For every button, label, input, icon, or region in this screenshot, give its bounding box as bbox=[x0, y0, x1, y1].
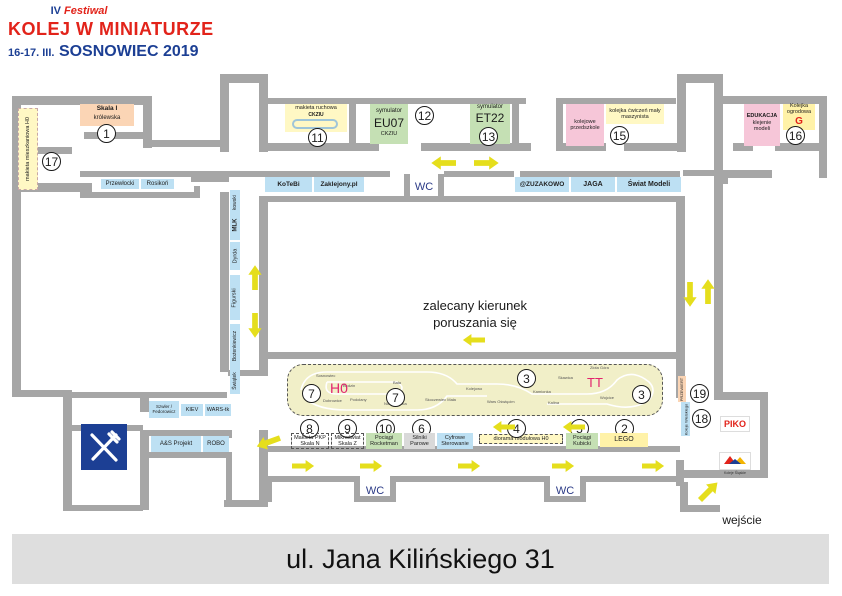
number-17: 17 bbox=[42, 152, 61, 171]
festival-word: Festiwal bbox=[64, 5, 108, 17]
exhibitor-przewlocki: Przewłocki bbox=[101, 179, 139, 189]
room-13-big: ET22 bbox=[475, 111, 505, 125]
exhibit-8: Makieta PKP Skala N bbox=[291, 433, 329, 449]
exhibitor-szweler: Szwler / Fedorowicz bbox=[149, 401, 179, 418]
layout-place-sosnowiec: Sosnowiec bbox=[316, 373, 336, 378]
number-13: 13 bbox=[479, 127, 498, 146]
wc-bottom-right: WC bbox=[555, 484, 575, 497]
layout-place-skoczewiec: Skoczewiec Mała bbox=[425, 397, 456, 402]
koleje-slaskie-logo: Koleje Śląskie bbox=[719, 452, 751, 475]
room-12-title: symulator bbox=[375, 108, 402, 114]
exhibitor-robo: ROBO bbox=[203, 436, 229, 452]
room-15-course bbox=[606, 104, 664, 124]
layout-place-kalina: Kalina bbox=[548, 400, 560, 405]
exhibit-6: Silniki Parowe bbox=[404, 433, 435, 449]
festival-name: KOLEJ W MINIATURZE bbox=[8, 19, 214, 39]
street-banner: ul. Jana Kilińskiego 31 bbox=[12, 534, 829, 584]
layout-place-wojcice: Wojcice bbox=[600, 395, 614, 400]
layout-place-zlota-gora: Złota Góra bbox=[590, 365, 609, 370]
edition-number: IV bbox=[50, 5, 61, 17]
exhibitor-rosikon: Rosikoń bbox=[141, 179, 174, 189]
exhibitor-kiev: KIEV bbox=[181, 404, 203, 416]
room-16-education-title: EDUKACJA bbox=[746, 113, 778, 119]
exhibitor-swiatek: Świątek bbox=[230, 368, 240, 394]
room-1-exhibit bbox=[80, 104, 134, 126]
exhibitor-as-projekt: A&S Projekt bbox=[151, 436, 201, 452]
exhibitor-mlk: MLK bbox=[230, 210, 240, 240]
exhibitor-swiat-modeli: Świat Modeli bbox=[617, 177, 681, 192]
exhibitor-kotebi: KoTeBi bbox=[265, 177, 312, 192]
number-19: 19 bbox=[690, 384, 709, 403]
number-3-right: 3 bbox=[632, 385, 651, 404]
number-16: 16 bbox=[786, 126, 805, 145]
wc-bottom-left: WC bbox=[365, 484, 385, 497]
layout-place-dobrowice: Dobrowice bbox=[323, 398, 342, 403]
room-1-title: Skala I bbox=[96, 105, 118, 112]
room-12-sub: CKZIU bbox=[380, 131, 398, 137]
room-11-sub: CKZIU bbox=[308, 112, 324, 118]
exhibitor-nowakowski: Nowakowski bbox=[230, 190, 240, 228]
wc-top: WC bbox=[414, 180, 434, 193]
exhibit-9: Mikroświat Skala Z bbox=[331, 433, 364, 449]
room-16-garden-big: G bbox=[795, 116, 803, 127]
exhibit-2: LEGO bbox=[600, 433, 648, 447]
festival-city-year: SOSNOWIEC 2019 bbox=[58, 43, 199, 60]
number-18: 18 bbox=[692, 409, 711, 428]
layout-place-kolejowo: Kolejowo bbox=[466, 386, 483, 391]
exhibitor-bozenkiewicz: Bożenkiewicz bbox=[230, 324, 240, 368]
exhibitor-jaga: JAGA bbox=[571, 177, 615, 192]
room-16-education-sub: klejenie modeli bbox=[752, 120, 772, 132]
exhibitor-dyrda: Dyrda bbox=[230, 242, 240, 270]
layout-place-wars: Wars Oświęcim bbox=[487, 399, 515, 404]
exhibitor-zuzakowo: @ZUZAKOWO bbox=[515, 177, 569, 192]
exhibit-cyfrowe: Cyfrowe Sterowanie bbox=[437, 433, 473, 449]
exhibit-5: Pociągi Kubicki bbox=[566, 433, 598, 449]
layout-place-bedzin: Będzin bbox=[343, 383, 356, 388]
restaurant-icon bbox=[81, 424, 127, 470]
room-16-garden-title: Kolejka ogrodowa bbox=[786, 103, 812, 115]
number-12: 12 bbox=[415, 106, 434, 125]
room-17-exhibit bbox=[18, 108, 38, 190]
number-7-left: 7 bbox=[302, 384, 321, 403]
room-16-garden bbox=[783, 104, 815, 130]
room-12-big: EU07 bbox=[373, 116, 405, 130]
scale-h0-label: H0 bbox=[330, 380, 348, 396]
layout-place-bala: Bała bbox=[393, 380, 402, 385]
room-1-sub: królewska bbox=[93, 115, 121, 121]
exhibitor-wars-tk: WARS-tk bbox=[205, 404, 231, 416]
exhibit-10: Pociągi Rocketman bbox=[366, 433, 402, 449]
number-1: 1 bbox=[97, 124, 116, 143]
layout-place-podolany: Podolany bbox=[350, 397, 367, 402]
exhibitor-figurski: Figurski bbox=[230, 275, 240, 320]
street-address: ul. Jana Kilińskiego 31 bbox=[286, 543, 555, 574]
room-16-education bbox=[744, 104, 780, 146]
scale-tt-label: TT bbox=[587, 375, 603, 390]
room-15-course-label: kolejka ćwiczeń mały maszynista bbox=[609, 107, 661, 120]
room-15-preschool bbox=[566, 104, 604, 146]
exhibitor-koleje-wielskiego: Koleje Wielskiego bbox=[681, 402, 690, 436]
number-7-right: 7 bbox=[386, 388, 405, 407]
room-12-exhibit bbox=[370, 104, 408, 144]
number-11: 11 bbox=[308, 128, 327, 147]
layout-place-skawica: Skawica bbox=[558, 375, 573, 380]
festival-title: IV Festiwal KOLEJ W MINIATURZE 16-17. II… bbox=[4, 2, 224, 72]
piko-logo: PIKO bbox=[720, 416, 750, 432]
room-15-preschool-label: kolejowe przedszkole bbox=[570, 118, 600, 131]
route-hint: zalecany kierunek poruszania się bbox=[422, 298, 528, 330]
room-11-title: makieta ruchowa bbox=[295, 105, 337, 111]
exhibitor-zaklejony: Zaklejony.pl bbox=[314, 177, 364, 192]
number-15: 15 bbox=[610, 126, 629, 145]
festival-dates: 16-17. III. bbox=[8, 47, 55, 59]
exhibitor-przewiert: PRZEWIERT bbox=[678, 376, 686, 402]
number-3-top: 3 bbox=[517, 369, 536, 388]
entrance-label: wejście bbox=[722, 513, 762, 527]
layout-place-kamionka: Kamionka bbox=[533, 389, 551, 394]
room-13-title: symulator bbox=[476, 104, 503, 110]
